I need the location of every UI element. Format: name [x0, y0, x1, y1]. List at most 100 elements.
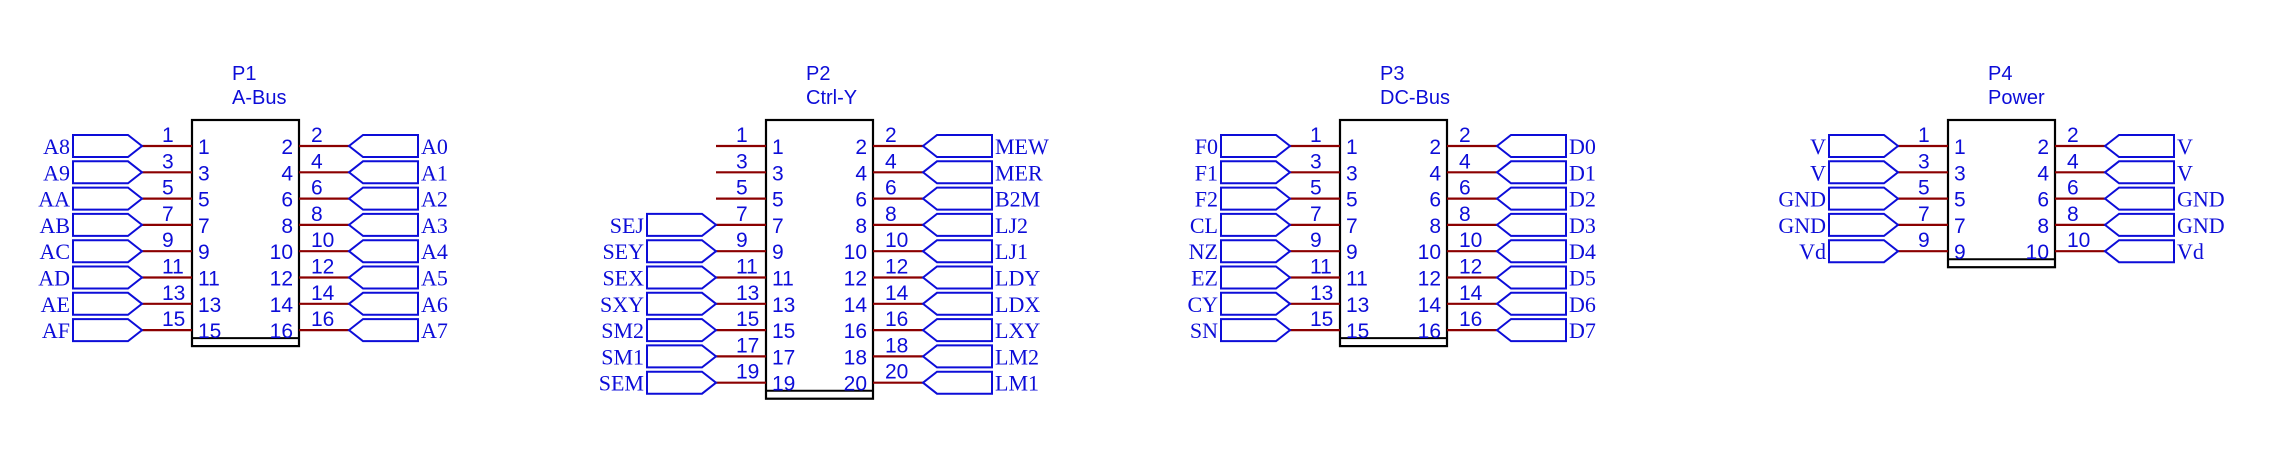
port-flag [347, 134, 419, 158]
port-flag [1220, 291, 1292, 316]
pin-number-inner: 2 [855, 136, 867, 159]
pin-number-outer: 13 [736, 282, 759, 305]
pin-number-inner: 20 [844, 373, 867, 396]
pin-number-outer: 3 [1310, 150, 1322, 173]
signal-label: CL [1190, 213, 1218, 238]
pin-number-inner: 14 [270, 294, 294, 317]
port-flag [1828, 160, 1900, 185]
signal-label: SEX [602, 266, 644, 291]
pin-number-inner: 6 [855, 189, 867, 212]
signal-label: AB [39, 213, 70, 238]
pin-number-inner: 1 [1954, 136, 1966, 159]
signal-label: F0 [1195, 134, 1218, 159]
pin-number-inner: 2 [2037, 136, 2049, 159]
pin-number-inner: 5 [772, 189, 784, 212]
port-flag [347, 291, 419, 316]
signal-label: GND [2177, 187, 2225, 212]
pin-number-inner: 11 [198, 268, 220, 291]
pin-number-inner: 16 [844, 320, 867, 343]
port-flag [1220, 160, 1292, 185]
port-flag [1828, 134, 1900, 158]
pin-number-inner: 11 [772, 268, 794, 291]
pin-number-inner: 8 [281, 215, 293, 238]
pin-number-inner: 18 [844, 346, 867, 369]
pin-number-outer: 7 [162, 203, 174, 226]
port-flag [1495, 134, 1567, 158]
pin-number-inner: 4 [2037, 162, 2049, 185]
pin-number-outer: 14 [1459, 282, 1483, 305]
port-flag [1828, 186, 1900, 211]
signal-label: D1 [1569, 160, 1596, 185]
pin-number-inner: 4 [281, 162, 293, 185]
port-flag [921, 212, 993, 237]
signal-label: MEW [995, 134, 1049, 159]
signal-label: D2 [1569, 187, 1596, 212]
signal-label: D6 [1569, 292, 1596, 317]
port-flag [1495, 265, 1567, 290]
signal-label: A6 [421, 292, 448, 317]
pin-number-inner: 15 [772, 320, 795, 343]
pin-number-outer: 8 [885, 203, 897, 226]
pin-number-inner: 9 [198, 241, 210, 264]
pin-number-inner: 16 [1418, 320, 1441, 343]
port-flag [646, 239, 718, 264]
pin-number-inner: 2 [1429, 136, 1441, 159]
pin-number-outer: 10 [311, 229, 334, 252]
pin-number-outer: 5 [1918, 177, 1930, 200]
signal-label: SEM [599, 371, 644, 396]
pin-number-inner: 13 [198, 294, 221, 317]
signal-label: Vd [1799, 239, 1826, 264]
signal-label: MER [995, 160, 1043, 185]
connector-name: A-Bus [232, 87, 286, 109]
pin-number-outer: 9 [162, 229, 174, 252]
pin-number-inner: 8 [2037, 215, 2049, 238]
port-flag [646, 318, 718, 343]
port-flag [1495, 239, 1567, 264]
pin-number-outer: 9 [1310, 229, 1322, 252]
pin-number-outer: 12 [1459, 256, 1482, 279]
port-flag [2103, 212, 2175, 237]
pin-number-outer: 13 [162, 282, 185, 305]
signal-label: SM1 [601, 344, 644, 369]
signal-label: A0 [421, 134, 448, 159]
signal-label: AC [39, 239, 70, 264]
signal-label: LJ2 [995, 213, 1028, 238]
pin-number-inner: 11 [1346, 268, 1368, 291]
signal-label: AA [38, 187, 70, 212]
pin-number-outer: 8 [2067, 203, 2079, 226]
pin-number-outer: 11 [1310, 256, 1332, 279]
pin-number-outer: 6 [2067, 177, 2079, 200]
signal-label: D7 [1569, 318, 1596, 343]
pin-number-outer: 12 [885, 256, 908, 279]
port-flag [1220, 239, 1292, 264]
connector-body [190, 118, 301, 348]
pin-number-outer: 19 [736, 361, 759, 384]
signal-label: AE [41, 292, 70, 317]
port-flag [646, 265, 718, 290]
port-flag [2103, 134, 2175, 158]
signal-label: V [2177, 134, 2193, 159]
signal-label: SEY [602, 239, 644, 264]
signal-label: A3 [421, 213, 448, 238]
port-flag [1220, 318, 1292, 343]
pin-number-inner: 4 [855, 162, 867, 185]
pin-number-inner: 19 [772, 373, 795, 396]
pin-number-outer: 4 [885, 150, 897, 173]
pin-number-inner: 10 [2026, 241, 2049, 264]
pin-number-inner: 6 [1429, 189, 1441, 212]
pin-number-inner: 7 [1346, 215, 1358, 238]
port-flag [72, 160, 144, 185]
connector-ref: P4 [1988, 63, 2012, 85]
pin-number-inner: 5 [1346, 189, 1358, 212]
pin-number-outer: 3 [736, 150, 748, 173]
port-flag [921, 291, 993, 316]
signal-label: A4 [421, 239, 448, 264]
signal-label: LM2 [995, 344, 1039, 369]
pin-number-inner: 6 [2037, 189, 2049, 212]
pin-number-outer: 10 [2067, 229, 2090, 252]
pin-number-inner: 12 [270, 268, 293, 291]
pin-number-outer: 20 [885, 361, 908, 384]
